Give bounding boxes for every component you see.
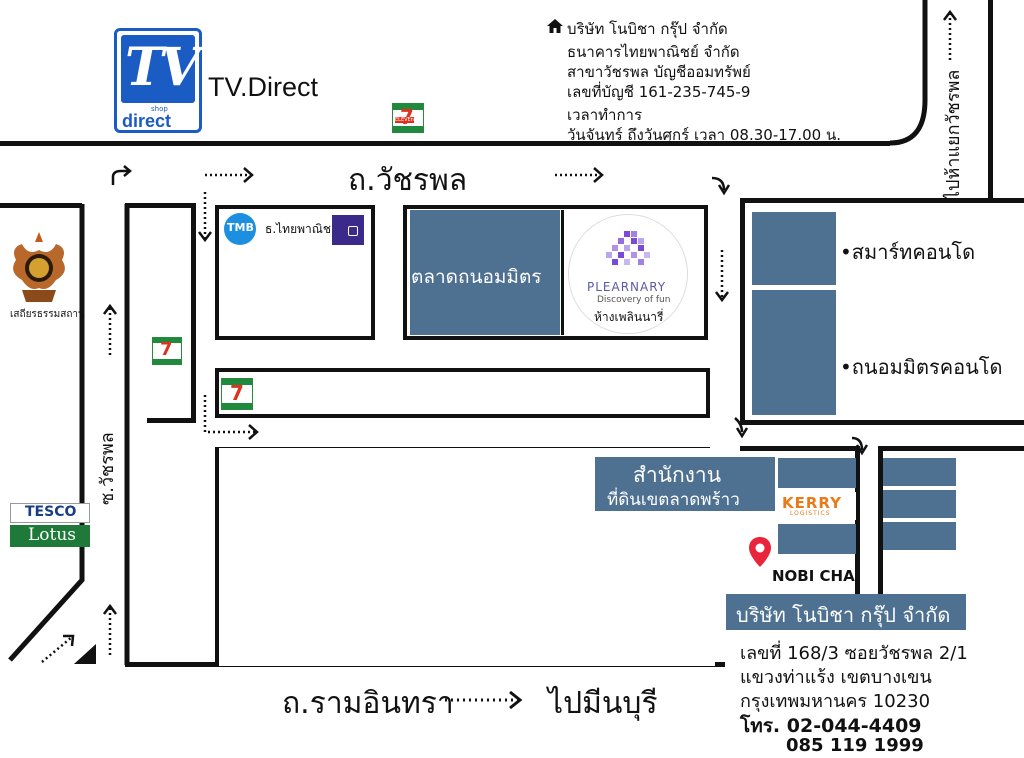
seven-text: ELEVEn: [395, 117, 414, 123]
shrine-emblem-icon: [13, 232, 65, 302]
market-divider: [561, 210, 564, 335]
right-soi-b-top: [740, 446, 860, 451]
kerry-text: KERRY: [782, 494, 843, 512]
phone-line2: 085 119 1999: [786, 735, 924, 756]
office-line1: สำนักงาน: [633, 463, 722, 487]
market-label: ตลาดถนอมมิตร: [411, 266, 542, 288]
tmb-text: TMB: [227, 221, 254, 234]
company-name-banner: บริษัท โนบิชา กรุ๊ป จำกัด: [726, 594, 966, 630]
seven-block: [215, 368, 710, 418]
smart-condo-fill: [752, 212, 836, 285]
kerry-logo: KERRY LOGISTICS: [778, 492, 856, 520]
top-road-curve: [889, 0, 928, 146]
tesco-text: TESCO: [25, 504, 77, 520]
phone-line1: โทร. 02-044-4409: [740, 715, 922, 737]
address-line3: กรุงเทพมหานคร 10230: [740, 691, 931, 712]
plearnary-pixel-icon: [606, 231, 650, 265]
market-fill: [410, 210, 560, 335]
smart-condo-label: •สมาร์ทคอนโด: [840, 240, 976, 264]
left-soi-inner-bottom: [147, 418, 196, 423]
seven-digit-left: 7: [160, 339, 173, 360]
address-line2: แขวงท่าแร้ง เขตบางเขน: [740, 667, 932, 688]
nobicha-block: [778, 524, 856, 554]
seven-eleven-logo-left: 7: [152, 337, 182, 365]
bank-name: ธนาคารไทยพาณิชย์ จำกัด: [567, 43, 740, 61]
logo-tv-text: TV: [125, 37, 200, 98]
bank-account: เลขที่บัญชี 161-235-745-9: [567, 83, 751, 101]
bank-hours-label: เวลาทำการ: [567, 106, 643, 124]
right-fill-3: [883, 522, 956, 550]
top-road-edge: [0, 141, 890, 146]
logo-direct-text: direct: [122, 111, 172, 131]
bank-company: บริษัท โนบิชา กรุ๊ป จำกัด: [567, 20, 728, 38]
nobicha-logo: NOBI CHA: [772, 567, 855, 585]
scb-logo: [332, 215, 364, 245]
top-road-lower-edge: [0, 203, 82, 208]
land-office-label: สำนักงาน ที่ดินเขตลาดพร้าว: [595, 457, 775, 511]
right-soi-c: [878, 446, 883, 596]
location-marker-icon: [749, 537, 771, 567]
smart-condo-text: สมาร์ทคอนโด: [851, 240, 976, 264]
plearnary-tagline: Discovery of fun: [597, 295, 671, 305]
kerry-block-top: [778, 458, 856, 488]
seven-eleven-logo-top: 7 ELEVEn: [392, 103, 424, 133]
right-road-edge: [988, 0, 993, 200]
right-fill-2: [883, 490, 956, 518]
brand-name: TV.Direct: [208, 72, 319, 102]
bank-hours: วันจันทร์ ถึงวันศุกร์ เวลา 08.30-17.00 น…: [567, 126, 841, 144]
bottom-direction-label: ไปมีนบุรี: [548, 686, 658, 721]
thanom-condo-fill: [752, 290, 836, 415]
tesco-lotus-logo: TESCO Lotus: [10, 503, 90, 547]
right-soi-b: [855, 446, 860, 596]
seven-digit-mid: 7: [230, 381, 244, 405]
scb-label: ธ.ไทยพาณิชย์: [265, 222, 339, 236]
office-line2: ที่ดินเขตลาดพร้าว: [607, 490, 740, 510]
lotus-text: Lotus: [28, 525, 77, 545]
plearnary-logo: PLEARNARY Discovery of fun ห้างเพลินนารี…: [568, 214, 688, 334]
right-fill-1: [883, 458, 956, 486]
kerry-sub: LOGISTICS: [790, 510, 831, 517]
seven-eleven-logo-mid: 7: [221, 378, 253, 410]
left-soi-inner: [191, 203, 196, 423]
right-soi-a-bottom: [740, 420, 1024, 425]
address-line1: เลขที่ 168/3 ซอยวัชรพล 2/1: [740, 643, 968, 664]
plearnary-mall: ห้างเพลินนารี่: [594, 310, 664, 324]
company-name: บริษัท โนบิชา กรุ๊ป จำกัด: [736, 603, 951, 627]
right-soi-c-top: [878, 446, 1024, 451]
right-soi-a: [740, 198, 745, 423]
tv-direct-logo: TV shop direct: [114, 28, 202, 133]
plearnary-name: PLEARNARY: [587, 280, 667, 294]
left-soi-roads: [8, 204, 130, 665]
bottom-road-label: ถ.รามอินทรา: [282, 686, 454, 721]
tmb-logo: TMB: [224, 213, 256, 245]
thanom-condo-text: ถนอมมิตรคอนโด: [851, 355, 1003, 379]
top-road-label: ถ.วัชรพล: [348, 163, 468, 198]
home-icon: [547, 19, 563, 33]
bank-branch: สาขาวัชรพล บัญชีออมทรัพย์: [567, 63, 751, 81]
top-road-lower-right: [740, 198, 1024, 203]
logo-shop-text: shop: [151, 105, 168, 113]
shrine-label: เสถียรธรรมสถาน: [10, 309, 85, 320]
top-road-lower-mid: [125, 203, 193, 208]
thanom-condo-label: •ถนอมมิตรคอนโด: [840, 355, 1003, 379]
